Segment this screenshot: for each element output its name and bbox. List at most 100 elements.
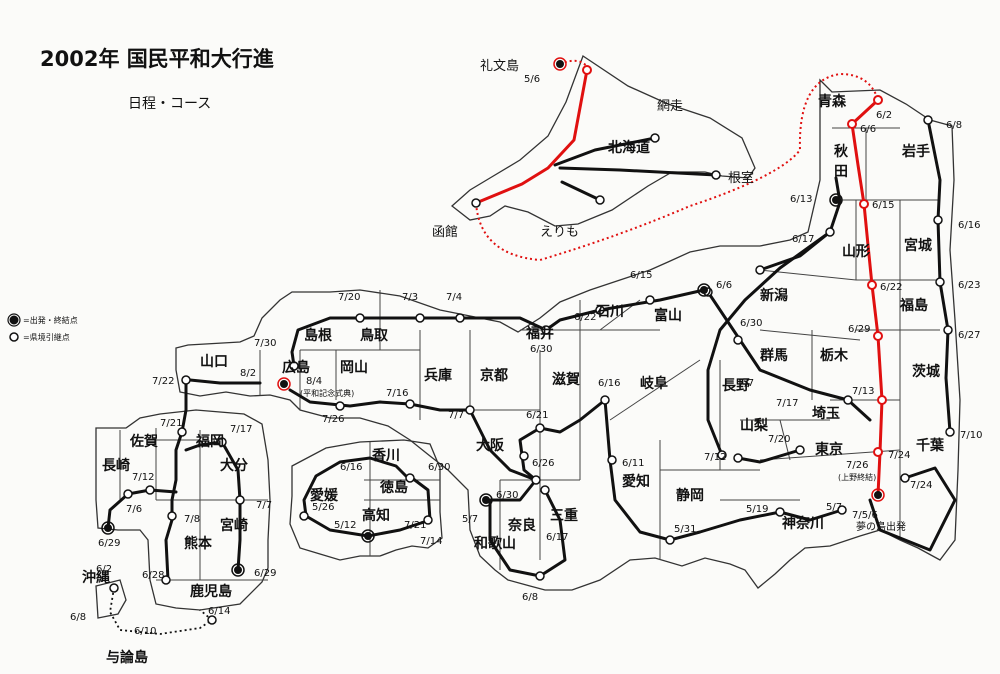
date-label: 6/6 (860, 124, 876, 135)
label-miyazaki: 宮崎 (220, 517, 248, 534)
date-label: 7/10 (960, 430, 982, 441)
date-label: 6/21 (526, 410, 548, 421)
route-point (874, 491, 882, 499)
route-point (847, 119, 857, 129)
label-erimo: えりも (540, 225, 579, 240)
route-point (873, 447, 883, 457)
date-label: 7/22 (152, 376, 174, 387)
label-kyoto: 京都 (480, 367, 508, 384)
label-gunma: 群馬 (759, 347, 788, 364)
label-nemuro: 根室 (728, 170, 754, 186)
label-kagawa: 香川 (371, 447, 400, 464)
date-label: 7/20 (768, 434, 790, 445)
date-label: 6/23 (958, 280, 980, 291)
date-label: 6/8 (70, 612, 86, 623)
route-point (455, 313, 465, 323)
date-label: 7/3 (402, 292, 418, 303)
label-yamagata: 山形 (842, 243, 870, 260)
date-label: 6/10 (134, 626, 156, 637)
map-title: 2002年 国民平和大行進 (40, 47, 274, 71)
label-abashiri: 網走 (657, 99, 683, 114)
route-point (145, 485, 155, 495)
route-point (101, 521, 115, 535)
route-point (650, 133, 660, 143)
date-label: 6/29 (98, 538, 120, 549)
route-point (733, 453, 743, 463)
route-point (945, 427, 955, 437)
legend-start-icon (9, 315, 19, 325)
date-label: 6/17 (792, 234, 814, 245)
label-ehime: 愛媛 (310, 487, 339, 504)
map-line (609, 359, 701, 421)
label-kanagawa: 神奈川 (782, 515, 824, 532)
route-point (755, 265, 765, 275)
map-line (560, 180, 602, 202)
route-point (471, 198, 481, 208)
label-osaka: 大阪 (476, 437, 505, 454)
date-label: 8/4 (306, 376, 322, 387)
label-tochigi: 栃木 (820, 347, 849, 364)
route-point (700, 286, 708, 294)
sea-routes (109, 587, 213, 635)
date-label: 7/24 (888, 450, 910, 461)
date-label: 7/26 (846, 460, 868, 471)
honshu-outline (175, 78, 961, 591)
date-label: 6/15 (630, 270, 652, 281)
label-shiga: 滋賀 (552, 371, 580, 388)
label-mie: 三重 (550, 507, 578, 524)
route-point (933, 215, 943, 225)
date-label: 6/29 (254, 568, 276, 579)
route-point (595, 195, 605, 205)
date-label: 7/14 (420, 536, 442, 547)
route-point (859, 199, 869, 209)
map-line (302, 456, 412, 538)
route-point (873, 331, 883, 341)
route-point (535, 571, 545, 581)
route-point (553, 57, 567, 71)
label-hokkaido: 北海道 (608, 139, 650, 156)
route-point (361, 529, 375, 543)
date-label: 6/17 (546, 532, 568, 543)
date-label: 5/7 (826, 502, 842, 513)
date-label: 7/17 (776, 398, 798, 409)
date-label: (平和記念式典) (300, 388, 354, 398)
map-line (488, 478, 567, 578)
date-label: 6/30 (496, 490, 518, 501)
date-label: 7/13 (852, 386, 874, 397)
label-rebun: 礼文島 (480, 58, 519, 74)
date-label: (上野終結) (838, 472, 876, 482)
date-label: 7/7 (448, 410, 464, 421)
date-label: 5/12 (334, 520, 356, 531)
route-point (733, 335, 743, 345)
route-point (832, 196, 840, 204)
date-label: 6/26 (532, 458, 554, 469)
date-label: 6/16 (598, 378, 620, 389)
map-line (288, 388, 472, 412)
route-point (423, 515, 433, 525)
label-fukui: 福井 (525, 325, 554, 342)
label-kumamoto: 熊本 (184, 535, 213, 552)
legend-handover-icon (9, 332, 19, 342)
label-nagasaki: 長崎 (102, 457, 130, 474)
label-hakodate: 函館 (432, 225, 458, 240)
map-line (553, 136, 657, 167)
route-point (717, 450, 727, 460)
route-point (482, 496, 490, 504)
route-point (104, 524, 112, 532)
date-label: 6/8 (946, 120, 962, 131)
route-point (595, 305, 605, 315)
route-point (607, 455, 617, 465)
route-point (795, 445, 805, 455)
label-hyogo: 兵庫 (424, 367, 452, 384)
okinawa-outline (95, 579, 127, 619)
label-gifu: 岐阜 (640, 375, 668, 392)
route-point (877, 395, 887, 405)
route-point (900, 473, 910, 483)
label-fukushima: 福島 (899, 297, 928, 314)
date-label: 6/22 (574, 312, 596, 323)
route-point (415, 313, 425, 323)
label-toyama: 富山 (654, 307, 682, 324)
route-point (665, 535, 675, 545)
shikoku-outline (289, 439, 443, 561)
